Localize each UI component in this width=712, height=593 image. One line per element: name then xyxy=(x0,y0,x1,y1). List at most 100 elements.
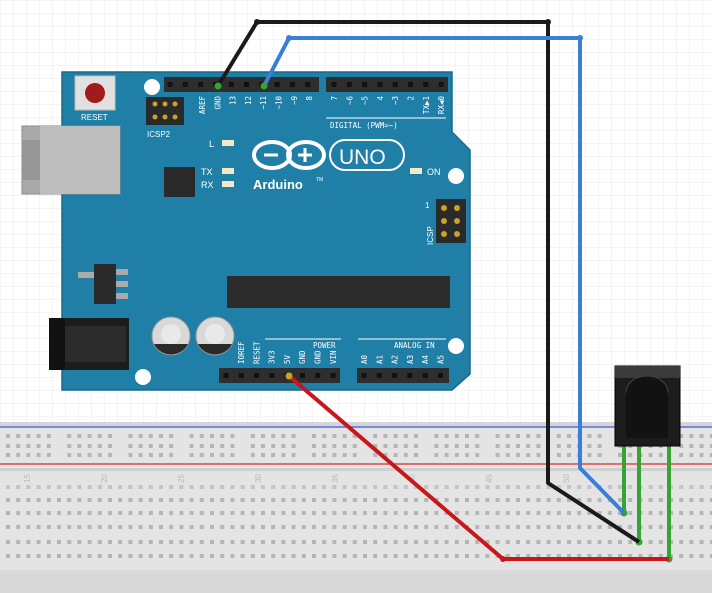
pin-label: A5 xyxy=(437,355,446,364)
breadboard-hole xyxy=(210,540,214,544)
breadboard-hole xyxy=(261,453,265,457)
breadboard-hole xyxy=(97,554,102,558)
breadboard-hole xyxy=(189,525,194,529)
breadboard-hole xyxy=(322,511,327,515)
breadboard-hole xyxy=(169,498,174,502)
breadboard-hole xyxy=(87,453,92,457)
breadboard-hole xyxy=(495,434,500,438)
header-pin xyxy=(305,82,311,87)
pin-label: ~9 xyxy=(290,96,299,105)
breadboard-hole xyxy=(495,453,500,457)
wire-bend xyxy=(577,35,583,41)
header-pin xyxy=(438,82,444,87)
breadboard-hole xyxy=(689,434,694,438)
breadboard-hole xyxy=(424,485,429,489)
header-pin xyxy=(362,82,368,87)
breadboard-hole xyxy=(597,444,602,448)
breadboard-hole xyxy=(393,453,398,457)
breadboard-hole xyxy=(97,511,102,515)
breadboard-hole xyxy=(67,540,72,544)
breadboard-hole xyxy=(159,434,163,438)
breadboard-hole xyxy=(689,511,694,515)
breadboard-hole xyxy=(485,540,490,544)
breadboard-hole xyxy=(271,554,276,558)
breadboard-hole xyxy=(352,540,357,544)
breadboard-hole xyxy=(301,485,306,489)
breadboard-hole xyxy=(16,540,21,544)
breadboard-hole xyxy=(230,511,235,515)
breadboard-hole xyxy=(577,540,582,544)
breadboard-hole xyxy=(556,453,561,457)
breadboard-hole xyxy=(220,511,225,515)
breadboard-hole xyxy=(546,525,551,529)
breadboard-hole xyxy=(556,540,561,544)
breadboard-hole xyxy=(444,498,449,502)
breadboard-hole xyxy=(454,444,459,448)
wire-bend xyxy=(545,19,551,25)
breadboard-hole xyxy=(230,444,235,448)
breadboard-hole xyxy=(495,511,500,515)
breadboard-hole xyxy=(607,525,612,529)
breadboard-hole xyxy=(536,485,541,489)
model-label: UNO xyxy=(339,146,386,169)
breadboard-hole xyxy=(658,453,663,457)
breadboard-hole xyxy=(26,498,31,502)
pin-label: ~11 xyxy=(259,96,268,110)
breadboard-hole xyxy=(6,498,10,502)
breadboard-hole xyxy=(138,453,143,457)
breadboard-hole xyxy=(556,434,561,438)
wire-bend xyxy=(254,19,260,25)
power-jack xyxy=(49,318,129,370)
breadboard-hole xyxy=(342,540,347,544)
breadboard-hole xyxy=(556,554,561,558)
breadboard-hole xyxy=(495,540,500,544)
breadboard-hole xyxy=(148,485,153,489)
header-pin xyxy=(244,82,249,87)
breadboard-hole xyxy=(709,554,712,558)
breadboard-hole xyxy=(291,453,296,457)
breadboard-hole xyxy=(36,444,41,448)
breadboard-hole xyxy=(118,485,123,489)
microcontroller-chip xyxy=(227,276,450,308)
led-l xyxy=(222,140,234,146)
breadboard-hole xyxy=(57,485,61,489)
header-pin xyxy=(408,82,413,87)
breadboard-hole xyxy=(148,498,153,502)
breadboard-hole xyxy=(679,554,684,558)
ir-receiver[interactable] xyxy=(614,365,681,563)
breadboard-hole xyxy=(628,511,633,515)
breadboard-hole xyxy=(516,444,520,448)
breadboard-hole xyxy=(628,453,633,457)
breadboard-hole xyxy=(516,525,520,529)
breadboard-hole xyxy=(618,453,622,457)
mounting-hole xyxy=(448,168,464,184)
breadboard-hole xyxy=(607,485,612,489)
breadboard-hole xyxy=(322,498,327,502)
header-pin xyxy=(289,82,295,87)
breadboard-hole xyxy=(587,434,592,438)
breadboard-hole xyxy=(648,525,653,529)
breadboard-hole xyxy=(271,498,276,502)
breadboard-hole xyxy=(414,444,418,448)
breadboard-hole xyxy=(67,453,72,457)
breadboard-hole xyxy=(6,485,10,489)
breadboard-hole xyxy=(352,444,357,448)
breadboard-hole xyxy=(159,485,163,489)
column-number: 45 xyxy=(485,474,494,483)
breadboard-hole xyxy=(220,434,225,438)
breadboard-hole xyxy=(210,554,214,558)
header-pin xyxy=(376,373,382,378)
breadboard-hole xyxy=(159,453,163,457)
breadboard-hole xyxy=(118,554,123,558)
pin-label: IOREF xyxy=(237,341,246,364)
pin-label: A2 xyxy=(391,355,400,364)
arduino-logo-icon xyxy=(252,140,326,170)
breadboard-hole xyxy=(342,525,347,529)
breadboard-hole xyxy=(138,511,143,515)
reset-button[interactable] xyxy=(74,75,116,111)
reset-label: RESET xyxy=(81,113,108,122)
breadboard-hole xyxy=(658,511,663,515)
breadboard-hole xyxy=(628,525,633,529)
breadboard-hole xyxy=(597,511,602,515)
